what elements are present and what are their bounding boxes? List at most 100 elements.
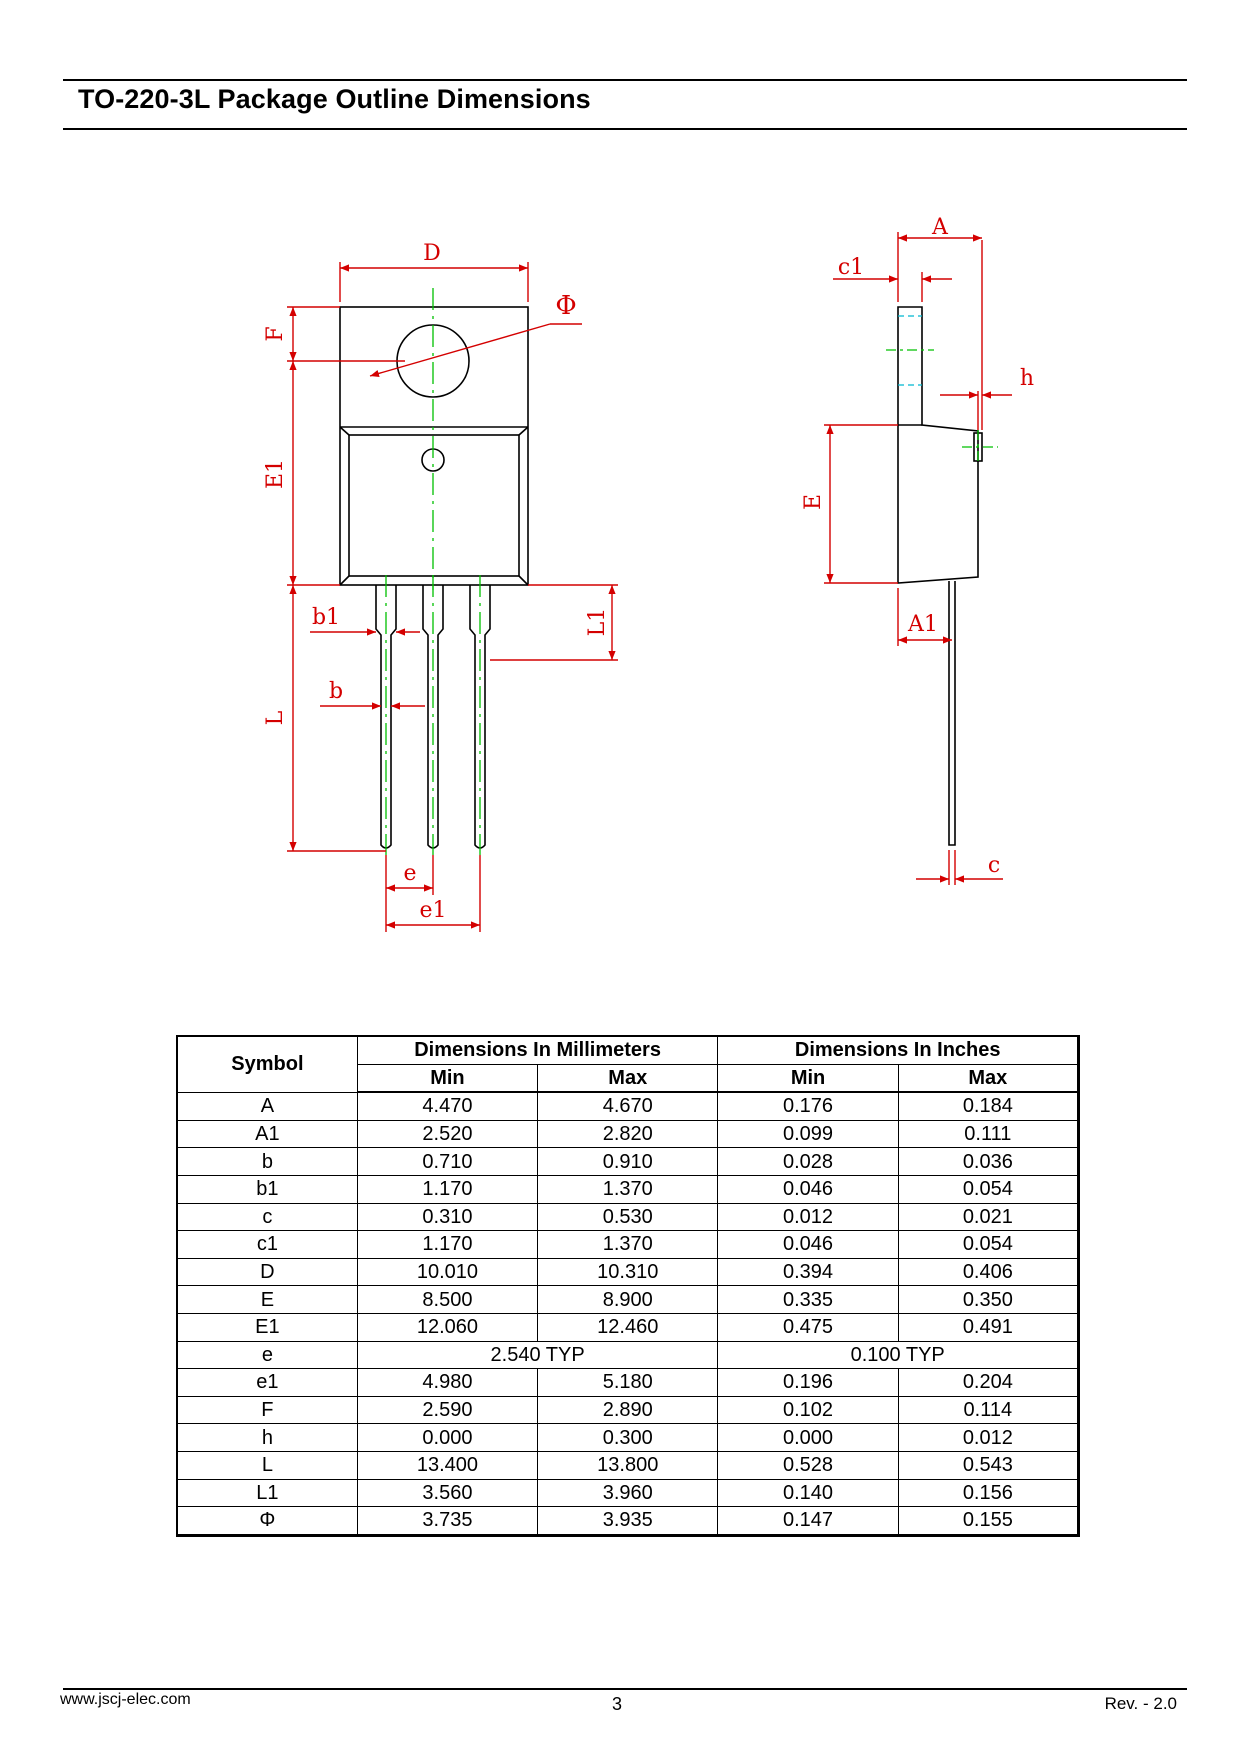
cell-mm-max: 4.670 xyxy=(537,1091,719,1121)
cell-in-max: 0.111 xyxy=(897,1119,1080,1149)
cell-in-max: 0.054 xyxy=(897,1230,1080,1259)
header-mm-max: Max xyxy=(537,1063,719,1094)
label-b: b xyxy=(329,679,343,704)
front-dimension-labels: D Φ F E1 b1 b L L1 e e1 xyxy=(263,241,610,923)
cell-in-max: 0.021 xyxy=(897,1202,1080,1232)
table-row: F 2.590 2.890 0.102 0.114 xyxy=(176,1395,1080,1425)
table-row: c1 1.170 1.370 0.046 0.054 xyxy=(176,1230,1080,1259)
table-row: D 10.010 10.310 0.394 0.406 xyxy=(176,1257,1080,1287)
header-inches: Dimensions In Inches xyxy=(717,1035,1079,1065)
cell-in-min: 0.102 xyxy=(717,1395,899,1425)
cell-mm-min: 10.010 xyxy=(356,1257,539,1287)
table-row: e1 4.980 5.180 0.196 0.204 xyxy=(176,1368,1080,1397)
cell-mm-max: 0.300 xyxy=(537,1423,719,1452)
table-row: e 2.540 TYP 0.100 TYP xyxy=(176,1340,1079,1370)
label-phi: Φ xyxy=(555,291,576,321)
cell-in-max: 0.155 xyxy=(897,1506,1080,1536)
cell-symbol: e1 xyxy=(176,1368,358,1397)
cell-symbol: F xyxy=(176,1395,358,1425)
cell-in-min: 0.394 xyxy=(717,1257,899,1287)
cell-symbol: D xyxy=(176,1257,358,1287)
cell-mm-max: 2.890 xyxy=(537,1395,719,1425)
cell-mm-max: 8.900 xyxy=(537,1285,719,1314)
side-dimensions xyxy=(824,232,1012,885)
cell-symbol: L xyxy=(176,1450,358,1480)
cell-mm-min: 8.500 xyxy=(356,1285,539,1314)
label-F: F xyxy=(263,326,288,341)
cell-in-max: 0.406 xyxy=(897,1257,1080,1287)
label-c: c xyxy=(988,853,1000,878)
cell-mm-max: 12.460 xyxy=(537,1312,719,1342)
table-row: b 0.710 0.910 0.028 0.036 xyxy=(176,1147,1080,1176)
front-dimensions xyxy=(287,262,618,932)
side-body-outline xyxy=(897,306,979,584)
page-title: TO-220-3L Package Outline Dimensions xyxy=(78,84,591,114)
cell-in-min: 0.046 xyxy=(717,1174,899,1204)
cell-in-min: 0.099 xyxy=(717,1119,899,1149)
cell-in-max: 0.491 xyxy=(897,1312,1080,1342)
cell-mm-min: 2.590 xyxy=(356,1395,539,1425)
cell-mm-max: 3.960 xyxy=(537,1478,719,1508)
cell-mm-max: 0.910 xyxy=(537,1147,719,1176)
cell-symbol: E xyxy=(176,1285,358,1314)
front-centerlines xyxy=(385,288,481,855)
table-row: h 0.000 0.300 0.000 0.012 xyxy=(176,1423,1080,1452)
cell-in-min: 0.028 xyxy=(717,1147,899,1176)
table-row: A 4.470 4.670 0.176 0.184 xyxy=(176,1091,1080,1121)
table-row: E 8.500 8.900 0.335 0.350 xyxy=(176,1285,1080,1314)
footer-page-number: 3 xyxy=(612,1694,623,1714)
cell-in-max: 0.184 xyxy=(897,1091,1080,1121)
table-header-row-2: Min Max Min Max xyxy=(177,1063,1080,1094)
cell-symbol: A xyxy=(176,1091,358,1121)
cell-mm-min: 12.060 xyxy=(356,1312,539,1342)
cell-in-max: 0.036 xyxy=(897,1147,1080,1176)
cell-in-max: 0.204 xyxy=(897,1368,1080,1397)
cell-mm-max: 1.370 xyxy=(537,1230,719,1259)
table-row: E1 12.060 12.460 0.475 0.491 xyxy=(176,1312,1080,1342)
cell-symbol: c1 xyxy=(176,1230,358,1259)
footer-website: www.jscj-elec.com xyxy=(60,1691,191,1708)
header-rule-top xyxy=(63,79,1187,81)
cell-mm-min: 0.310 xyxy=(356,1202,539,1232)
cell-in-max: 0.156 xyxy=(897,1478,1080,1508)
table-row: Φ 3.735 3.935 0.147 0.155 xyxy=(176,1506,1080,1536)
cell-symbol: h xyxy=(176,1423,358,1452)
cell-in-max: 0.114 xyxy=(897,1395,1080,1425)
cell-in-min: 0.528 xyxy=(717,1450,899,1480)
cell-in-min: 0.012 xyxy=(717,1202,899,1232)
front-body-outline xyxy=(339,306,529,586)
label-b1: b1 xyxy=(312,605,340,630)
label-h: h xyxy=(1020,366,1034,391)
cell-in-max: 0.054 xyxy=(897,1174,1080,1204)
cell-in-max: 0.350 xyxy=(897,1285,1080,1314)
cell-in-min: 0.140 xyxy=(717,1478,899,1508)
cell-mm-min: 0.710 xyxy=(356,1147,539,1176)
cell-in-max: 0.012 xyxy=(897,1423,1080,1452)
label-E1: E1 xyxy=(263,459,288,489)
cell-symbol: c xyxy=(176,1202,358,1232)
label-D: D xyxy=(423,241,441,266)
cell-in-min: 0.000 xyxy=(717,1423,899,1452)
label-A1: A1 xyxy=(907,612,938,637)
table-row: c 0.310 0.530 0.012 0.021 xyxy=(176,1202,1080,1232)
label-A: A xyxy=(931,215,949,240)
table-row: b1 1.170 1.370 0.046 0.054 xyxy=(176,1174,1080,1204)
cell-mm-min: 1.170 xyxy=(356,1230,539,1259)
cell-in-min: 0.176 xyxy=(717,1091,899,1121)
header-mm-min: Min xyxy=(356,1063,539,1094)
package-outline-drawing: D Φ F E1 b1 b L L1 e e1 xyxy=(263,215,1034,932)
cell-mm-min: 4.470 xyxy=(356,1091,539,1121)
cell-in-min: 0.046 xyxy=(717,1230,899,1259)
side-hidden-lines xyxy=(898,315,922,386)
header-millimeters: Dimensions In Millimeters xyxy=(356,1035,719,1065)
label-L: L xyxy=(263,710,288,725)
cell-symbol: b xyxy=(176,1147,358,1176)
header-in-min: Min xyxy=(717,1063,899,1094)
cell-mm-min: 2.520 xyxy=(356,1119,539,1149)
cell-in-min: 0.475 xyxy=(717,1312,899,1342)
label-E: E xyxy=(801,494,826,510)
cell-symbol: b1 xyxy=(176,1174,358,1204)
label-L1: L1 xyxy=(585,608,610,637)
side-centerlines xyxy=(886,349,998,464)
label-e1: e1 xyxy=(419,898,446,923)
